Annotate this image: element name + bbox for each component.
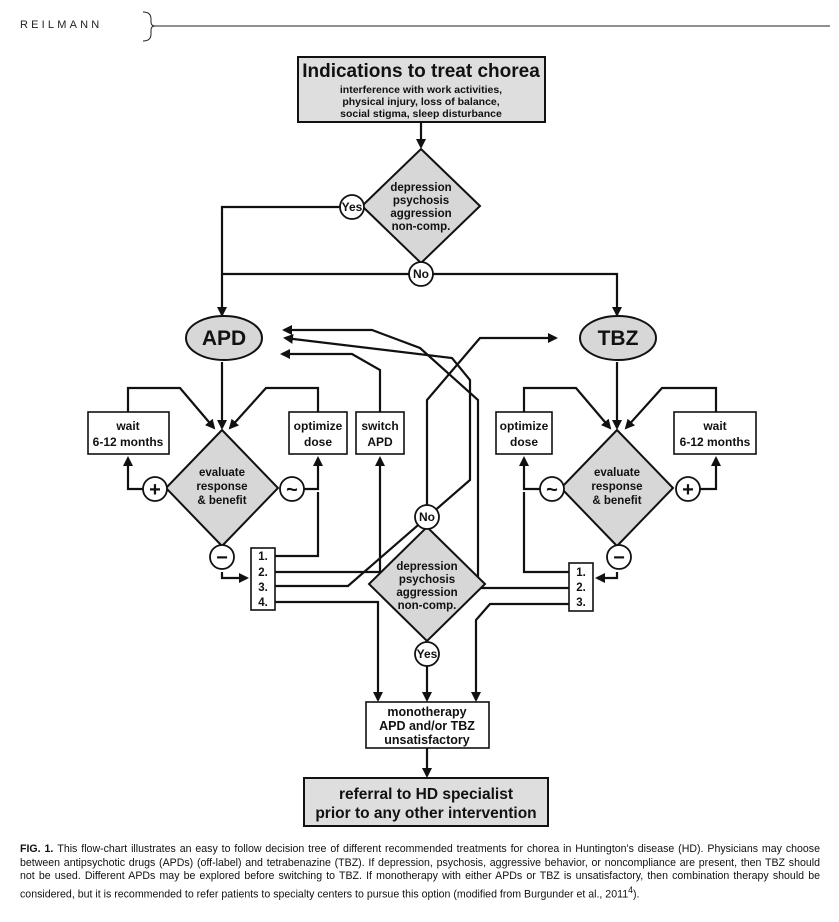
svg-text:non-comp.: non-comp. [392,221,451,233]
svg-text:response: response [591,481,642,493]
svg-text:No: No [413,267,429,281]
svg-text:switch: switch [361,419,398,433]
monotherapy-box: monotherapy APD and/or TBZ unsatisfactor… [365,701,490,749]
right-optimize-box: optimize dose [495,411,553,455]
svg-text:referral to HD specialist: referral to HD specialist [339,786,513,803]
figure-label: FIG. 1. [20,843,54,855]
svg-text:dose: dose [304,435,332,449]
svg-text:Yes: Yes [342,200,363,214]
svg-text:evaluate: evaluate [199,467,245,479]
svg-text:optimize: optimize [500,419,549,433]
svg-text:+: + [682,479,694,501]
svg-text:aggression: aggression [396,587,457,599]
svg-text:−: − [613,547,625,569]
apd-oval: APD [185,315,263,361]
svg-text:3.: 3. [576,597,586,609]
svg-text:~: ~ [286,479,298,501]
svg-text:TBZ: TBZ [598,327,639,350]
svg-text:dose: dose [510,435,538,449]
svg-text:APD: APD [367,435,393,449]
figure-caption-text: This flow-chart illustrates an easy to f… [20,843,820,901]
svg-text:+: + [149,479,161,501]
svg-text:depression: depression [390,182,451,194]
decision-top-yes-label: Yes [339,194,365,220]
svg-text:1.: 1. [576,567,586,579]
svg-text:−: − [216,547,228,569]
right-plus-circle: + [675,476,701,502]
svg-text:2.: 2. [576,582,586,594]
decision-top-no-label: No [408,261,434,287]
svg-text:APD and/or TBZ: APD and/or TBZ [379,719,475,733]
decision-center-diamond: depression psychosis aggression non-comp… [367,525,487,643]
right-wait-box: wait 6-12 months [673,411,757,455]
flow-connectors [123,122,721,778]
right-options-box: 1. 2. 3. [568,562,594,612]
svg-text:3.: 3. [258,582,268,594]
svg-text:& benefit: & benefit [592,495,641,507]
decision-center-no-label: No [414,504,440,530]
left-evaluate-diamond: evaluate response & benefit [164,428,280,548]
svg-text:prior to any other interventio: prior to any other intervention [315,805,536,822]
svg-text:& benefit: & benefit [197,495,246,507]
left-switch-apd-box: switch APD [355,411,405,455]
indications-title: Indications to treat chorea [302,61,540,82]
svg-text:6-12 months: 6-12 months [93,435,164,449]
running-header-author: REILMANN [20,19,103,31]
svg-text:Yes: Yes [417,647,438,661]
chorea-treatment-flowchart: Indications to treat chorea interference… [87,11,830,827]
svg-text:evaluate: evaluate [594,467,640,479]
left-plus-circle: + [142,476,168,502]
right-evaluate-diamond: evaluate response & benefit [559,428,675,548]
referral-box: referral to HD specialist prior to any o… [303,777,549,827]
decision-top-diamond: depression psychosis aggression non-comp… [360,147,482,265]
svg-text:unsatisfactory: unsatisfactory [384,733,469,747]
svg-text:4.: 4. [258,597,268,609]
indications-line-3: social stigma, sleep disturbance [340,108,502,120]
svg-text:response: response [196,481,247,493]
figure-caption: FIG. 1.This flow-chart illustrates an ea… [20,843,820,902]
svg-text:APD: APD [202,327,246,350]
svg-text:wait: wait [702,419,726,433]
left-minus-circle: − [209,544,235,570]
left-tilde-circle: ~ [279,476,305,502]
left-options-box: 1. 2. 3. 4. [250,547,276,611]
svg-text:No: No [419,510,435,524]
svg-text:6-12 months: 6-12 months [680,435,751,449]
svg-text:non-comp.: non-comp. [398,600,457,612]
svg-text:psychosis: psychosis [399,574,455,586]
svg-text:psychosis: psychosis [393,195,449,207]
svg-text:wait: wait [115,419,139,433]
right-minus-circle: − [606,544,632,570]
indications-line-2: physical injury, loss of balance, [342,96,499,108]
indications-box: Indications to treat chorea interference… [297,56,546,123]
tbz-oval: TBZ [579,315,657,361]
right-tilde-circle: ~ [539,476,565,502]
svg-text:1.: 1. [258,551,268,563]
figure-caption-end: ). [633,888,640,901]
svg-text:optimize: optimize [294,419,343,433]
svg-text:2.: 2. [258,567,268,579]
left-optimize-box: optimize dose [288,411,348,455]
svg-text:monotherapy: monotherapy [387,705,466,719]
figure-caption-reference: 4 [628,884,634,895]
indications-line-1: interference with work activities, [340,84,502,96]
svg-text:aggression: aggression [390,208,451,220]
svg-text:~: ~ [546,479,558,501]
header-rule [142,11,830,42]
left-wait-box: wait 6-12 months [87,411,170,455]
decision-center-yes-label: Yes [414,641,440,667]
svg-text:depression: depression [396,561,457,573]
